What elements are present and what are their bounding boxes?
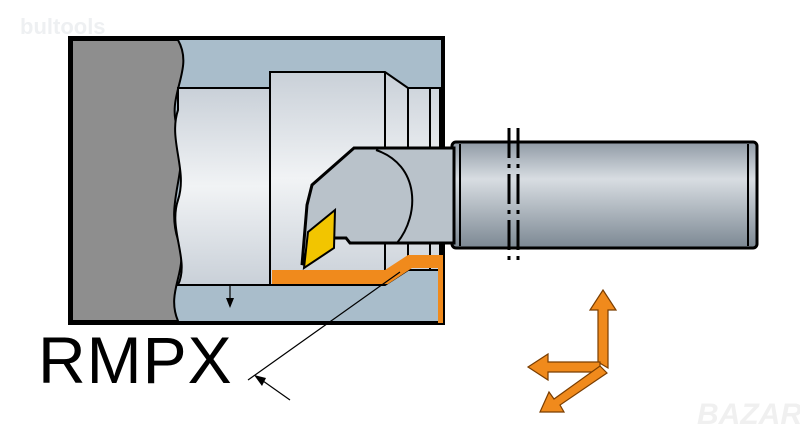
watermark-bazar: BAZAR <box>697 398 800 431</box>
bore <box>174 87 273 286</box>
watermark-bultools: bultools <box>20 14 106 39</box>
tool-designation-label: RMPX <box>38 323 233 397</box>
feed-direction-arrows <box>526 288 618 413</box>
tool-shank <box>450 140 759 250</box>
chuck-jaw <box>71 39 185 322</box>
cut-area <box>272 255 443 323</box>
cutting-insert <box>302 207 337 271</box>
